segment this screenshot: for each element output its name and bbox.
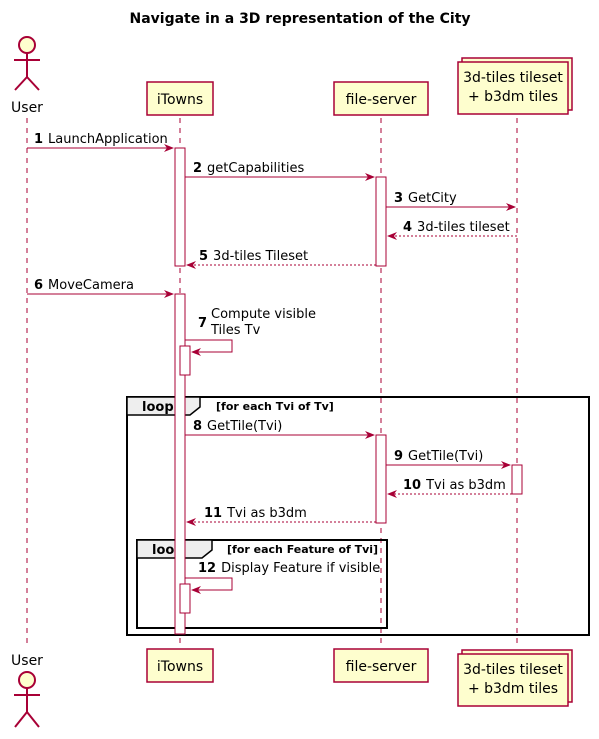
user-actor-icon bbox=[14, 671, 40, 728]
loop-guard-inner: [for each Feature of Tvi] bbox=[227, 543, 378, 556]
user-actor-icon bbox=[14, 36, 40, 91]
loop-frame-inner: loop [for each Feature of Tvi] bbox=[136, 539, 388, 629]
message-label: 12 Display Feature if visible bbox=[198, 561, 380, 576]
activation-tiles-1 bbox=[511, 464, 523, 495]
message-3: 3 GetCity bbox=[386, 191, 516, 211]
participant-fileserver-top: file-server bbox=[333, 81, 429, 116]
message-label: 8 GetTile(Tvi) bbox=[193, 419, 282, 434]
participant-label-user-top: User bbox=[11, 100, 43, 116]
participant-label-fileserver-top: file-server bbox=[346, 92, 417, 108]
message-number: 6 bbox=[34, 278, 43, 293]
message-label: 3 GetCity bbox=[394, 191, 457, 206]
message-number: 3 bbox=[394, 191, 403, 206]
participant-user-bottom: User bbox=[11, 653, 43, 728]
message-text: getCapabilities bbox=[207, 161, 304, 176]
participant-user-top: User bbox=[11, 36, 43, 116]
message-number: 11 bbox=[204, 506, 222, 521]
participant-itowns-top: iTowns bbox=[146, 81, 214, 116]
message-text: 3d-tiles tileset bbox=[417, 220, 510, 235]
message-text-line-2: Tiles Tv bbox=[210, 323, 261, 338]
message-8: 8 GetTile(Tvi) bbox=[185, 419, 375, 439]
message-number: 1 bbox=[34, 132, 43, 147]
message-text: MoveCamera bbox=[48, 278, 134, 293]
loop-keyword-outer: loop bbox=[142, 400, 174, 415]
participant-label-tiles-top-2: + b3dm tiles bbox=[468, 89, 558, 105]
message-label: 7 bbox=[198, 316, 207, 331]
participant-tiles-top: 3d-tiles tileset + b3dm tiles bbox=[457, 57, 573, 115]
message-text: Tvi as b3dm bbox=[226, 506, 307, 521]
loop-guard-outer: [for each Tvi of Tv] bbox=[216, 400, 334, 413]
diagram-title: Navigate in a 3D representation of the C… bbox=[129, 11, 470, 27]
message-12: 12 Display Feature if visible bbox=[185, 561, 380, 594]
message-label: 2 getCapabilities bbox=[193, 161, 304, 176]
participant-label-tiles-bottom-1: 3d-tiles tileset bbox=[463, 662, 563, 678]
message-label: 9 GetTile(Tvi) bbox=[394, 449, 483, 464]
message-number: 5 bbox=[199, 249, 208, 264]
participant-label-itowns-bottom: iTowns bbox=[157, 659, 203, 675]
message-9: 9 GetTile(Tvi) bbox=[386, 449, 511, 469]
message-text: Tvi as b3dm bbox=[425, 478, 506, 493]
message-10: 10 Tvi as b3dm bbox=[387, 478, 512, 498]
message-6: 6 MoveCamera bbox=[27, 278, 174, 298]
message-text: GetTile(Tvi) bbox=[207, 419, 282, 434]
message-2: 2 getCapabilities bbox=[185, 161, 375, 181]
message-text: 3d-tiles Tileset bbox=[213, 249, 308, 264]
activations bbox=[174, 147, 523, 635]
message-number: 10 bbox=[403, 478, 421, 493]
participant-label-tiles-bottom-2: + b3dm tiles bbox=[468, 681, 558, 697]
participant-label-fileserver-bottom: file-server bbox=[346, 659, 417, 675]
message-text: LaunchApplication bbox=[48, 132, 168, 147]
message-11: 11 Tvi as b3dm bbox=[186, 506, 376, 526]
message-text: GetTile(Tvi) bbox=[408, 449, 483, 464]
message-arrow bbox=[185, 339, 233, 356]
message-number: 9 bbox=[394, 449, 403, 464]
message-number: 8 bbox=[193, 419, 202, 434]
message-label: 6 MoveCamera bbox=[34, 278, 134, 293]
message-label: 10 Tvi as b3dm bbox=[403, 478, 506, 493]
participant-label-itowns-top: iTowns bbox=[157, 92, 203, 108]
message-text: Display Feature if visible bbox=[221, 561, 380, 576]
message-number: 2 bbox=[193, 161, 202, 176]
message-text-line-1: Compute visible bbox=[211, 307, 316, 322]
participant-tiles-bottom: 3d-tiles tileset + b3dm tiles bbox=[457, 649, 573, 707]
message-text: GetCity bbox=[408, 191, 457, 206]
activation-itowns-1 bbox=[174, 147, 186, 267]
participant-fileserver-bottom: file-server bbox=[333, 648, 429, 683]
activation-itowns-2 bbox=[174, 293, 186, 635]
participant-label-tiles-top-1: 3d-tiles tileset bbox=[463, 70, 563, 86]
message-5: 5 3d-tiles Tileset bbox=[186, 249, 376, 269]
participant-label-user-bottom: User bbox=[11, 653, 43, 669]
activation-fileserver-1 bbox=[375, 176, 387, 267]
message-7: 7 Compute visible Tiles Tv bbox=[185, 307, 316, 356]
activation-itowns-3 bbox=[179, 345, 191, 376]
message-number: 12 bbox=[198, 561, 216, 576]
message-number: 4 bbox=[403, 220, 412, 235]
message-1: 1 LaunchApplication bbox=[27, 132, 174, 152]
message-label: 4 3d-tiles tileset bbox=[403, 220, 510, 235]
activation-fileserver-2 bbox=[375, 434, 387, 524]
message-arrow bbox=[185, 577, 233, 594]
message-4: 4 3d-tiles tileset bbox=[387, 220, 517, 240]
message-label: 1 LaunchApplication bbox=[34, 132, 168, 147]
participant-itowns-bottom: iTowns bbox=[146, 648, 214, 683]
activation-itowns-4 bbox=[179, 583, 191, 614]
message-number: 7 bbox=[198, 316, 207, 331]
message-label: 5 3d-tiles Tileset bbox=[199, 249, 308, 264]
message-label: 11 Tvi as b3dm bbox=[204, 506, 307, 521]
